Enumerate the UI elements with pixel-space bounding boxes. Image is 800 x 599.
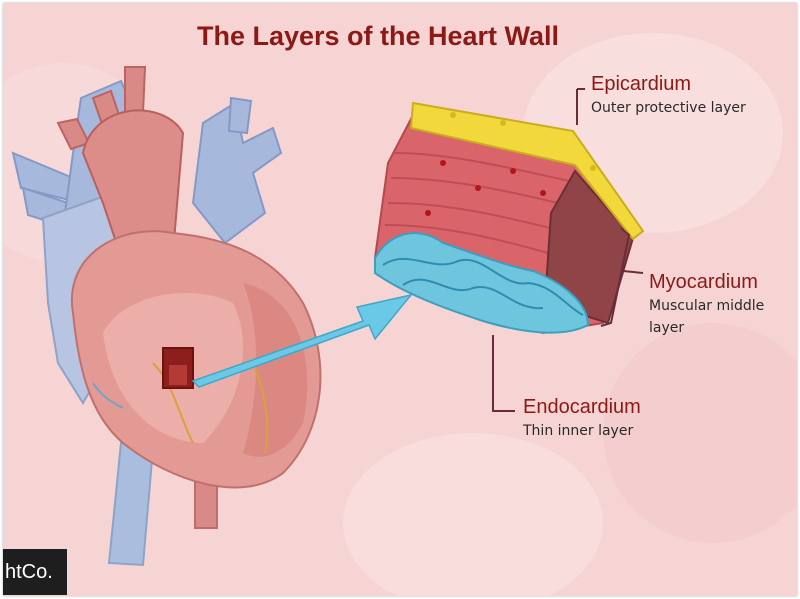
epicardium-layer [409,101,645,241]
aorta-branch-1 [124,66,147,117]
coronary-vessel [252,362,269,454]
myocardium-bracket [600,227,631,327]
illustration [11,66,645,567]
epicardium-label: Epicardium [591,73,692,95]
brand-logo: htCo. [3,549,67,595]
pulmonary-artery-branch [227,96,253,135]
background-blob [343,433,603,596]
myocardium-description-line1: Muscular middle [649,298,765,314]
epicardium-description: Outer protective layer [591,100,746,116]
endocardium-description: Thin inner layer [523,423,634,439]
inferior-vena-cava [107,441,155,567]
brand-logo-text: htCo. [5,561,53,583]
coronary-vessel [152,362,194,444]
left-ventricle-shade [243,283,308,457]
myocardium-description-line2: layer [649,320,685,336]
coronary-vessel [92,382,124,409]
wall-cross-section [373,101,645,335]
heart-wall-cutout-inner [169,365,187,385]
heart-illustration [11,66,322,567]
myocardium-label: Myocardium [649,271,758,293]
myocardium-bracket-tick [622,270,644,274]
background-blob [603,323,797,543]
diagram-frame: The Layers of the Heart Wall Epicardium … [3,3,797,596]
label-brackets [492,88,644,412]
pointer-arrow [191,293,413,388]
endocardium-bracket [492,335,515,412]
endocardium-label: Endocardium [523,396,641,418]
page-title: The Layers of the Heart Wall [196,21,560,51]
